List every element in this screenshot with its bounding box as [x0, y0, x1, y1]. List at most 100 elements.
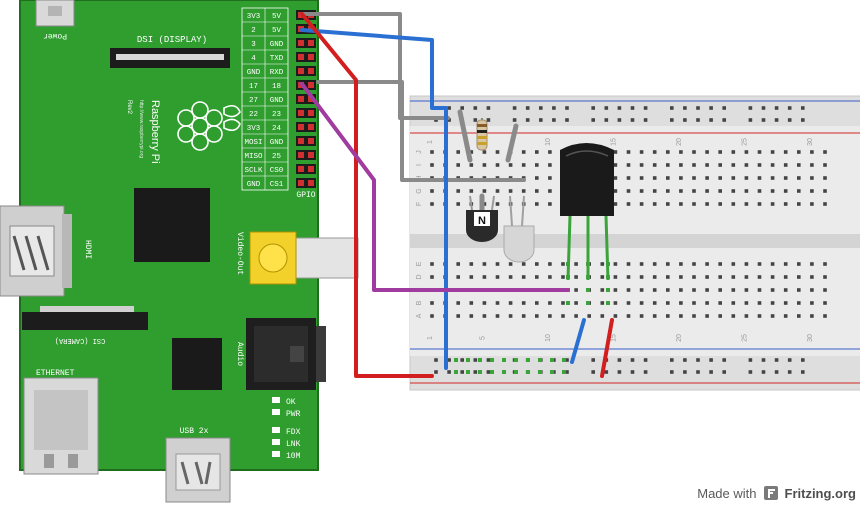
audio-label: Audio [235, 342, 244, 366]
breadboard-hole [626, 202, 631, 206]
rail-hole [630, 106, 635, 110]
breadboard-hole [705, 202, 709, 206]
usb-chip [172, 338, 222, 390]
breadboard-hole [718, 176, 722, 180]
rail-hole [552, 118, 556, 122]
breadboard-hole [731, 150, 736, 154]
gpio-pin-label: 3V3 [247, 13, 261, 21]
breadboard-hole [613, 189, 618, 193]
rail-hole [434, 358, 438, 362]
breadboard-hole [600, 262, 605, 266]
rail-hole [748, 358, 753, 362]
breadboard-hole [666, 262, 670, 266]
rail-hole [801, 370, 805, 374]
breadboard-hole [561, 314, 565, 318]
rail-hole [670, 106, 674, 110]
breadboard-hole [574, 262, 578, 266]
gpio-pin [298, 54, 304, 60]
breadboard-hole [430, 189, 434, 193]
breadboard-hole [430, 301, 434, 305]
component-leads [457, 109, 519, 213]
rail-hole [447, 358, 451, 362]
breadboard-hole [574, 301, 578, 305]
connected-hole [502, 358, 506, 362]
breadboard-hole [495, 202, 500, 206]
breadboard-hole [705, 275, 709, 279]
breadboard-hole [613, 275, 618, 279]
breadboard-hole [561, 262, 565, 266]
column-number: 5 [479, 336, 486, 340]
gpio-pin-label: 27 [249, 97, 258, 105]
breadboard-hole [679, 189, 683, 193]
blue-wire [300, 28, 448, 370]
breadboard-hole [692, 288, 696, 292]
rail-hole [539, 106, 543, 110]
rail-hole [473, 106, 478, 110]
breadboard-hole [456, 314, 460, 318]
connected-hole [514, 370, 518, 374]
breadboard-hole [757, 163, 762, 167]
breadboard-hole [521, 275, 526, 279]
connected-hole [586, 275, 590, 279]
breadboard-hole [692, 150, 696, 154]
breadboard-hole [626, 288, 631, 292]
breadboard-hole [574, 275, 578, 279]
rail-hole [696, 106, 700, 110]
breadboard-hole [600, 314, 605, 318]
breadboard-hole [823, 262, 827, 266]
breadboard-hole [652, 150, 657, 154]
row-letter: I [416, 164, 423, 166]
transistor-marking: N [478, 215, 486, 227]
rail-hole [787, 118, 792, 122]
breadboard-hole [810, 163, 814, 167]
rail-hole [643, 118, 648, 122]
breadboard-hole [508, 189, 513, 193]
connected-hole [566, 262, 570, 266]
breadboard-hole [692, 202, 696, 206]
gpio-pin [298, 152, 304, 158]
breadboard-hole [666, 176, 670, 180]
breadboard-hole [770, 163, 775, 167]
breadboard-hole [744, 202, 749, 206]
breadboard-hole [666, 275, 670, 279]
breadboard-hole [666, 163, 670, 167]
rail-hole [447, 118, 451, 122]
gpio-pin [298, 96, 304, 102]
video-out-label: Video-Out [235, 232, 244, 275]
breadboard-hole [810, 275, 814, 279]
gray-wire-2 [316, 80, 498, 182]
breadboard-hole [718, 301, 722, 305]
breadboard-hole [679, 150, 683, 154]
rail-hole [525, 118, 530, 122]
breadboard-hole [626, 189, 631, 193]
breadboard-hole [705, 301, 709, 305]
gpio-pin-label: 17 [249, 83, 258, 91]
csi-label: CSI (CAMERA) [55, 336, 105, 344]
row-letter: A [416, 313, 423, 318]
rail-hole [591, 358, 595, 362]
breadboard-hole [823, 301, 827, 305]
rail-hole [460, 106, 464, 110]
breadboard-hole [718, 262, 722, 266]
breadboard-hole [757, 314, 762, 318]
connected-hole [606, 275, 610, 279]
breadboard-hole [679, 262, 683, 266]
breadboard-hole [548, 314, 552, 318]
breadboard-hole [535, 150, 539, 154]
connected-hole [526, 370, 530, 374]
breadboard-hole [535, 301, 539, 305]
ethernet-port [23, 377, 99, 475]
rail-hole [709, 106, 713, 110]
breadboard-hole [600, 301, 605, 305]
breadboard-hole [626, 163, 631, 167]
rail-hole [604, 118, 609, 122]
breadboard-hole [613, 301, 618, 305]
rail-hole [696, 118, 700, 122]
breadboard-hole [692, 314, 696, 318]
rail-hole [722, 118, 726, 122]
breadboard-hole [430, 150, 434, 154]
breadboard-hole [770, 301, 775, 305]
rail-hole [486, 118, 491, 122]
